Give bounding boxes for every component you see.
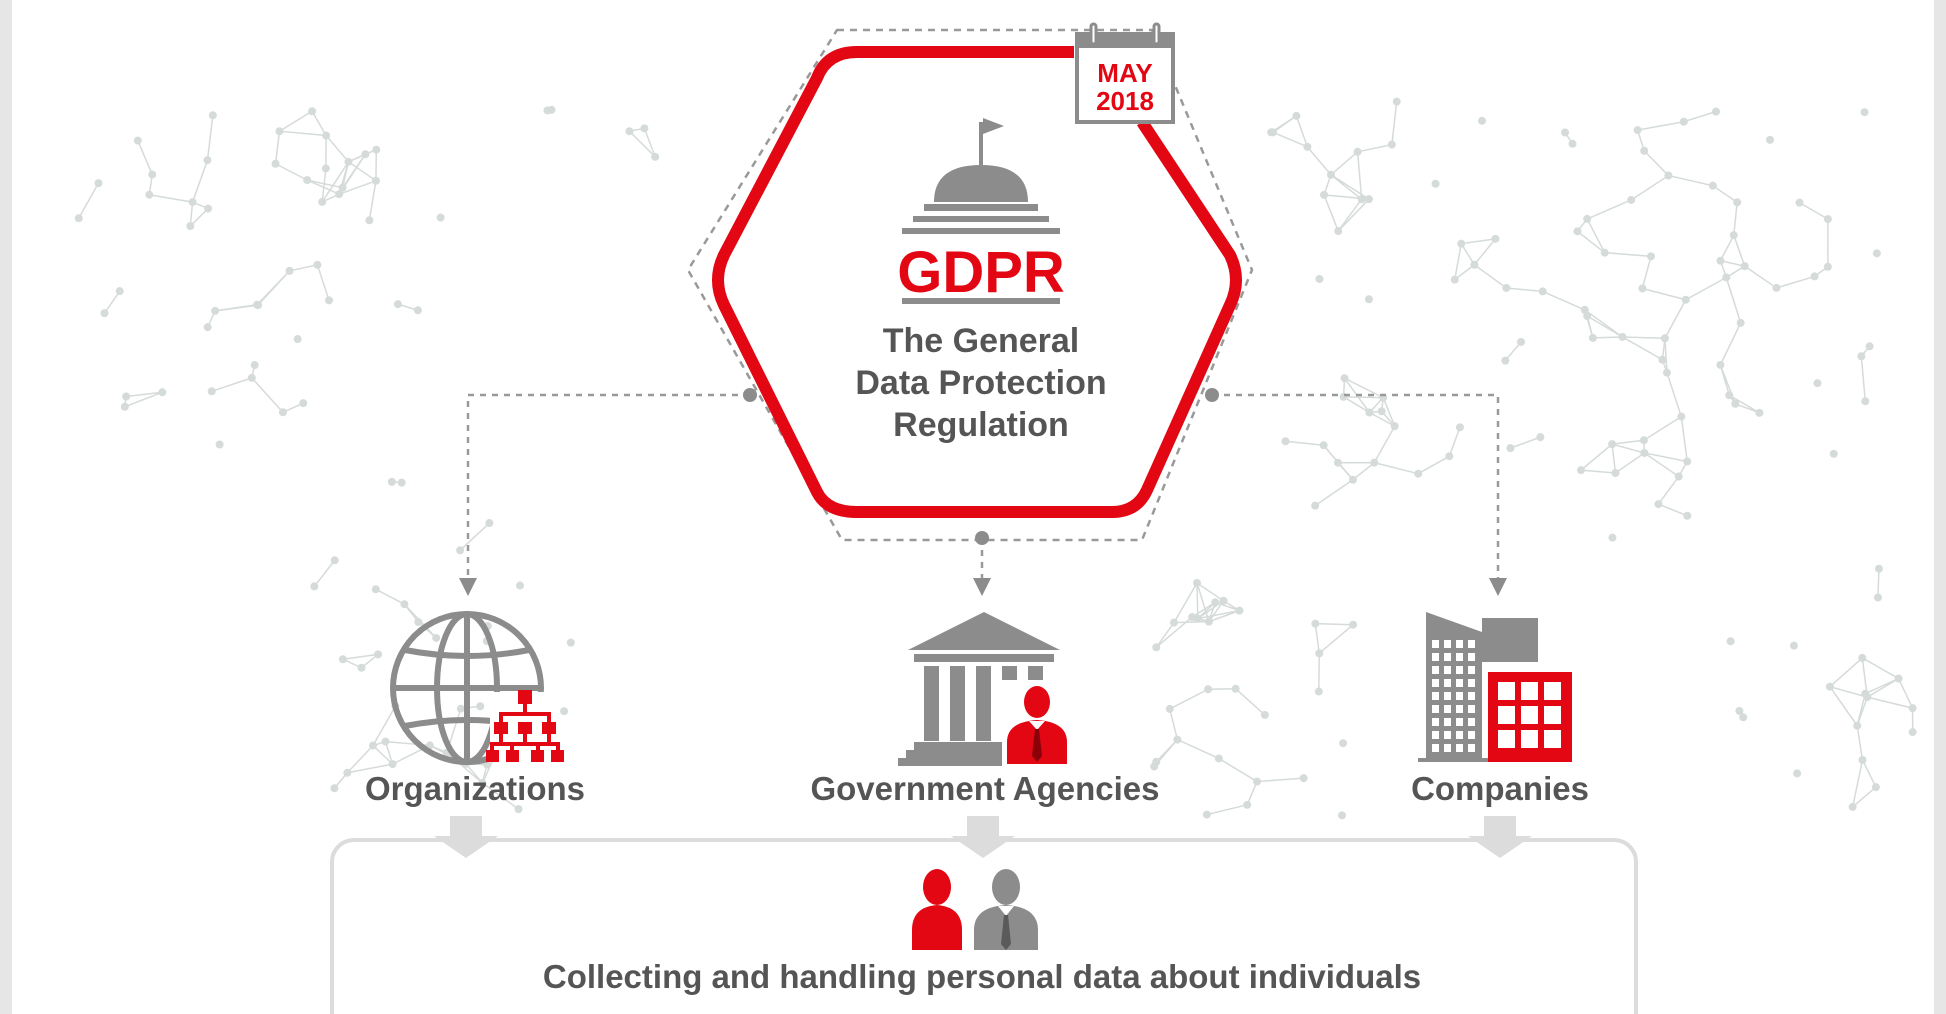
calendar-icon: MAY 2018 [1075, 22, 1175, 124]
gdpr-title-line-1: The General [883, 322, 1080, 360]
connector-dots [743, 388, 1219, 545]
capitol-dome-icon [902, 118, 1060, 304]
down-arrows [434, 816, 1532, 858]
hexagon-dashed-outline [686, 28, 1254, 542]
connectors [466, 393, 1500, 578]
org-chart-icon [486, 690, 564, 762]
hexagon-red-outline [712, 46, 1242, 518]
gdpr-diagram: MAY 2018 GDPR The General Data Protectio… [74, 22, 1917, 1014]
gdpr-title-line-3: Regulation [893, 406, 1069, 444]
two-people-icon [912, 869, 1038, 950]
calendar-month: MAY [1097, 58, 1152, 88]
infographic-canvas: MAY 2018 GDPR The General Data Protectio… [12, 0, 1934, 1014]
entity-label-organizations: Organizations [365, 770, 585, 807]
gdpr-title-line-2: Data Protection [855, 364, 1106, 402]
connector-arrowheads [459, 578, 1507, 596]
entity-label-companies: Companies [1411, 770, 1589, 807]
globe-icon [390, 611, 544, 765]
footer-label: Collecting and handling personal data ab… [543, 958, 1421, 995]
calendar-year: 2018 [1096, 86, 1154, 116]
office-buildings-icon [1418, 612, 1572, 762]
government-building-icon [898, 612, 1070, 766]
world-network-map [74, 97, 1917, 820]
official-person-icon [1002, 680, 1074, 766]
entity-label-government-agencies: Government Agencies [810, 770, 1159, 807]
gdpr-acronym: GDPR [897, 240, 1065, 305]
